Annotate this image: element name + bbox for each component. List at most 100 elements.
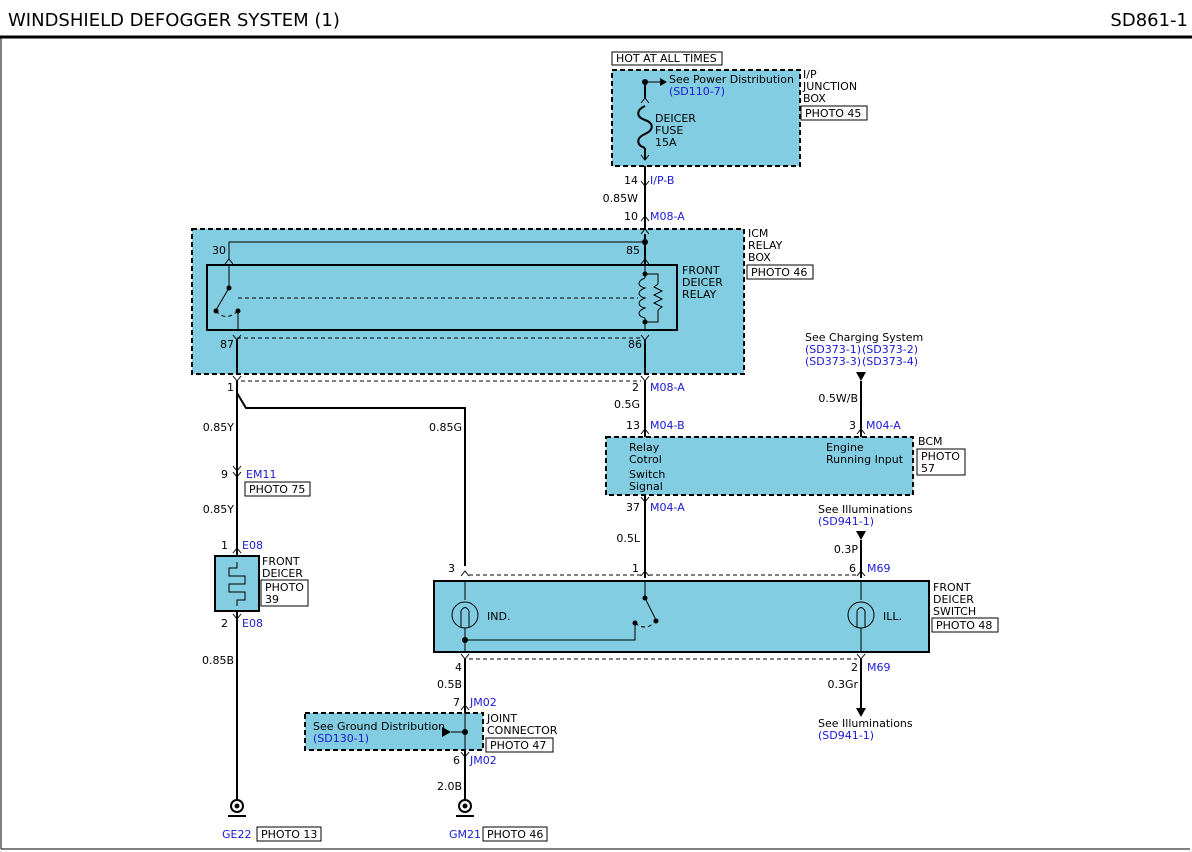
indicator-lamp-filament xyxy=(460,607,470,627)
joint-name-2: CONNECTOR xyxy=(487,724,558,737)
page-title: WINDSHIELD DEFOGGER SYSTEM (1) xyxy=(8,10,340,31)
ge22-photo: PHOTO 13 xyxy=(261,828,317,841)
icm-name-2: RELAY xyxy=(748,239,783,252)
connector-chevron-icon xyxy=(856,653,866,660)
bcm-relay-1: Relay xyxy=(629,441,660,454)
switch-photo: PHOTO 48 xyxy=(936,619,992,632)
relay-30-feed xyxy=(228,241,645,260)
splice-dot xyxy=(462,729,468,735)
relay-switch-arm xyxy=(215,287,230,311)
wire-0-5wb-label: 0.5W/B xyxy=(818,392,858,405)
fuse-icon xyxy=(637,105,653,149)
bcm: Relay Cotrol Switch Signal Engine Runnin… xyxy=(605,435,966,514)
connector-chevron-icon xyxy=(640,428,650,435)
charging-ref-4: (SD373-4) xyxy=(862,355,918,368)
em11-photo-tag xyxy=(244,481,311,497)
switch-name-2: DEICER xyxy=(933,593,974,606)
ijb-connector: I/P-B xyxy=(650,174,674,187)
icm-out-pin-1: 1 xyxy=(227,381,234,394)
connector-chevron-icon xyxy=(232,465,242,472)
ground-icon-center xyxy=(234,803,240,809)
connector-chevron-icon xyxy=(232,471,242,478)
deicer-name-1: FRONT xyxy=(262,555,300,568)
ip-junction-box-outline xyxy=(611,69,801,167)
deicer-photo-tag xyxy=(260,579,309,607)
switch-pin-1: 1 xyxy=(632,562,639,575)
icm-in-pin: 10 xyxy=(624,210,638,223)
icm-out-connector: M08-A xyxy=(650,381,685,394)
ijb-name-3: BOX xyxy=(803,92,826,105)
connector-chevron-icon xyxy=(640,375,650,382)
bcm-relay-2: Cotrol xyxy=(629,453,662,466)
relay-name-1: FRONT xyxy=(682,264,720,277)
icm-relay-box-outline xyxy=(191,228,745,375)
bcm-engine-1: Engine xyxy=(826,441,864,454)
connector-chevron-icon xyxy=(460,570,470,577)
connector-chevron-icon xyxy=(640,180,650,187)
bcm-photo-1: PHOTO xyxy=(921,450,960,463)
icm-out-pin-2: 2 xyxy=(632,381,639,394)
pin-87: 87 xyxy=(220,338,234,351)
relay-name-2: DEICER xyxy=(682,276,723,289)
wire-0-5b-label: 0.5B xyxy=(437,678,462,691)
ground-ge22: GE22 xyxy=(222,828,251,841)
switch-pin-2: 2 xyxy=(851,661,858,674)
deicer-name-2: DEICER xyxy=(262,567,303,580)
jm02-top-connector: JM02 xyxy=(469,696,497,709)
joint-photo: PHOTO 47 xyxy=(490,739,546,752)
illuminations-bottom-ref-code: (SD941-1) xyxy=(818,729,874,742)
ijb-pin: 14 xyxy=(624,174,638,187)
joint-photo-tag xyxy=(485,737,554,753)
arrow-down-icon xyxy=(856,531,866,540)
fuse-label-2: FUSE xyxy=(655,124,683,137)
switch-bottom-connector: M69 xyxy=(867,661,891,674)
illumination-lamp-filament xyxy=(856,607,866,627)
ground-distribution-ref: (SD130-1) xyxy=(313,732,369,745)
hot-at-all-times-label: HOT AT ALL TIMES xyxy=(616,52,717,65)
connector-chevron-icon xyxy=(640,258,650,265)
pin-30: 30 xyxy=(212,244,226,257)
bcm-switch-2: Signal xyxy=(629,480,663,493)
ge22-photo-tag xyxy=(256,826,322,842)
connector-chevron-icon xyxy=(232,375,242,382)
ijb-name-2: JUNCTION xyxy=(802,80,857,93)
jm02-bot-pin: 6 xyxy=(453,754,460,767)
switch-name-1: FRONT xyxy=(933,581,971,594)
jm02-bot-connector: JM02 xyxy=(469,754,497,767)
ground-gm21: GM21 xyxy=(449,828,481,841)
bcm-photo-2: 57 xyxy=(921,462,935,475)
bcm-switch-1: Switch xyxy=(629,468,665,481)
wire-0-85g-label: 0.85G xyxy=(429,421,462,434)
switch-pin-6: 6 xyxy=(849,562,856,575)
connector-chevron-icon xyxy=(460,653,470,660)
connector-chevron-icon xyxy=(640,215,650,222)
header: WINDSHIELD DEFOGGER SYSTEM (1) SD861-1 xyxy=(0,10,1192,850)
relay-switch-arc xyxy=(215,310,239,317)
switch-to-ind-wire xyxy=(465,623,636,641)
fuse-label-1: DEICER xyxy=(655,112,696,125)
icm-photo-tag xyxy=(746,264,814,280)
see-power-distribution: See Power Distribution xyxy=(669,73,794,86)
wire-2-0b-label: 2.0B xyxy=(437,780,462,793)
e08-bot-pin: 2 xyxy=(221,617,228,630)
connector-chevron-icon xyxy=(460,704,470,711)
icm-name-1: ICM xyxy=(748,227,768,240)
bcm-engine-2: Running Input xyxy=(826,453,904,466)
ground-icon xyxy=(458,799,472,813)
front-deicer-switch: 3 1 6 M69 IND. ILL. FRONT DEICER SWITCH … xyxy=(433,562,999,674)
joint-connector: 0.5B 7 JM02 See Ground Distribution (SD1… xyxy=(304,659,558,842)
see-illuminations-bottom: See Illuminations xyxy=(818,717,913,730)
page-code: SD861-1 xyxy=(1110,10,1188,31)
ip-junction-box: HOT AT ALL TIMES See Power Distribution … xyxy=(611,51,868,187)
wire-0-85g xyxy=(236,392,466,566)
pin-85: 85 xyxy=(626,244,640,257)
see-power-distribution-ref: (SD110-7) xyxy=(669,85,725,98)
switch-arm xyxy=(644,597,657,621)
icm-relay-box: 30 85 FRONT DEICER RELAY 87 86 ICM xyxy=(191,227,814,375)
icm-name-3: BOX xyxy=(748,251,771,264)
e08-top-connector: E08 xyxy=(242,539,263,552)
fuse-label-3: 15A xyxy=(655,136,677,149)
pin-86: 86 xyxy=(628,338,642,351)
bcm-engine-connector: M04-A xyxy=(866,419,901,432)
